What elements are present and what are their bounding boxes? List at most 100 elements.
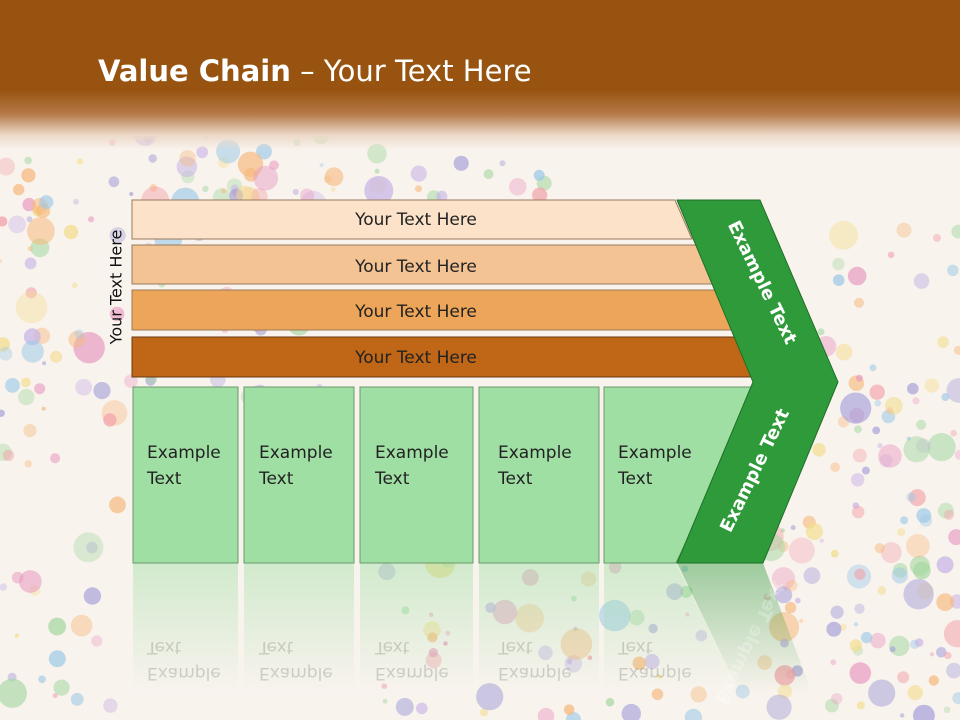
bubble <box>830 659 837 666</box>
bubble <box>927 433 956 462</box>
bubble <box>179 150 196 167</box>
bubble <box>869 364 877 372</box>
bubble <box>914 638 924 647</box>
bubble <box>847 266 867 286</box>
bubble <box>13 183 25 196</box>
cell-5-text-reflection: Example Text <box>618 637 692 683</box>
bubble <box>829 220 858 250</box>
bubble <box>861 466 870 475</box>
bubble <box>5 378 20 393</box>
bubble <box>924 378 940 393</box>
bubble <box>937 502 954 519</box>
bar-3-label: Your Text Here <box>354 302 477 322</box>
bubble <box>830 462 840 473</box>
bubble <box>840 392 872 424</box>
bubble <box>913 704 935 720</box>
bubble <box>943 509 955 520</box>
bubble <box>933 233 941 242</box>
cell-3-text-reflection: Example Text <box>375 637 449 683</box>
cell-1-text: Example Text <box>147 443 221 489</box>
bubble <box>852 448 867 463</box>
bubble <box>537 707 555 720</box>
bubble <box>803 567 821 584</box>
bubble <box>74 329 84 339</box>
bubble <box>148 154 157 163</box>
bubble <box>854 603 865 614</box>
bubble <box>878 444 902 468</box>
bubble <box>880 542 902 564</box>
chevron-arrow <box>676 199 839 564</box>
bubble <box>849 639 862 652</box>
bubble <box>835 343 853 361</box>
bubble <box>41 406 46 411</box>
bubble <box>832 257 845 271</box>
bubble <box>946 378 960 403</box>
bubble <box>860 631 873 644</box>
bubble <box>27 217 55 245</box>
bubble <box>24 156 32 165</box>
bubble <box>436 190 448 202</box>
bubble <box>839 623 847 631</box>
bubble <box>877 443 883 449</box>
cell-4-text: Example Text <box>498 443 572 489</box>
bubble <box>819 538 824 543</box>
bubble <box>896 222 912 238</box>
bubble <box>0 443 12 461</box>
bubble <box>76 158 84 165</box>
bubble <box>775 586 793 604</box>
arrow-reflection <box>677 563 812 693</box>
bubble <box>853 622 859 627</box>
bubble <box>872 426 881 435</box>
bubble <box>563 704 575 715</box>
bubble <box>48 650 66 668</box>
bubble <box>944 651 952 660</box>
bubble <box>948 529 960 546</box>
bubble <box>23 424 37 438</box>
bubble <box>221 188 227 194</box>
bubble <box>53 679 70 696</box>
bubble <box>830 605 844 619</box>
title-rest: – Your Text Here <box>290 54 532 88</box>
bubble <box>937 336 949 348</box>
cell-4-text-reflection: Example Text <box>498 637 572 683</box>
bubble <box>237 151 264 177</box>
bubble <box>25 287 37 299</box>
bubble <box>795 597 801 604</box>
bubble <box>909 555 930 576</box>
bubble <box>21 168 36 183</box>
bubble <box>903 579 934 610</box>
bubble <box>202 185 209 193</box>
bubble <box>900 713 905 718</box>
bubble <box>319 163 324 168</box>
bubble <box>849 662 872 684</box>
bar-2-label: Your Text Here <box>354 257 477 277</box>
bubble <box>253 165 279 191</box>
bubble <box>52 693 58 699</box>
cell-1 <box>132 386 239 564</box>
bubble <box>856 374 863 382</box>
bubble <box>109 306 125 322</box>
bubble <box>877 586 887 595</box>
bubble <box>83 587 102 605</box>
cell-2 <box>243 386 355 564</box>
bubble <box>8 215 26 234</box>
bubble <box>72 282 78 289</box>
bubble <box>605 697 615 707</box>
bubble <box>870 632 886 649</box>
bubble <box>832 274 845 287</box>
bubble <box>941 393 950 401</box>
bubble <box>854 568 866 580</box>
bubble <box>812 443 826 457</box>
bubble <box>906 492 916 503</box>
bubble <box>73 198 79 205</box>
bubble <box>817 328 825 336</box>
bubble <box>42 361 47 366</box>
bubble <box>903 436 930 463</box>
bubble <box>936 593 955 612</box>
bubble <box>236 185 254 204</box>
bubble <box>91 635 103 647</box>
bubble <box>788 537 815 564</box>
bubble <box>856 701 865 710</box>
